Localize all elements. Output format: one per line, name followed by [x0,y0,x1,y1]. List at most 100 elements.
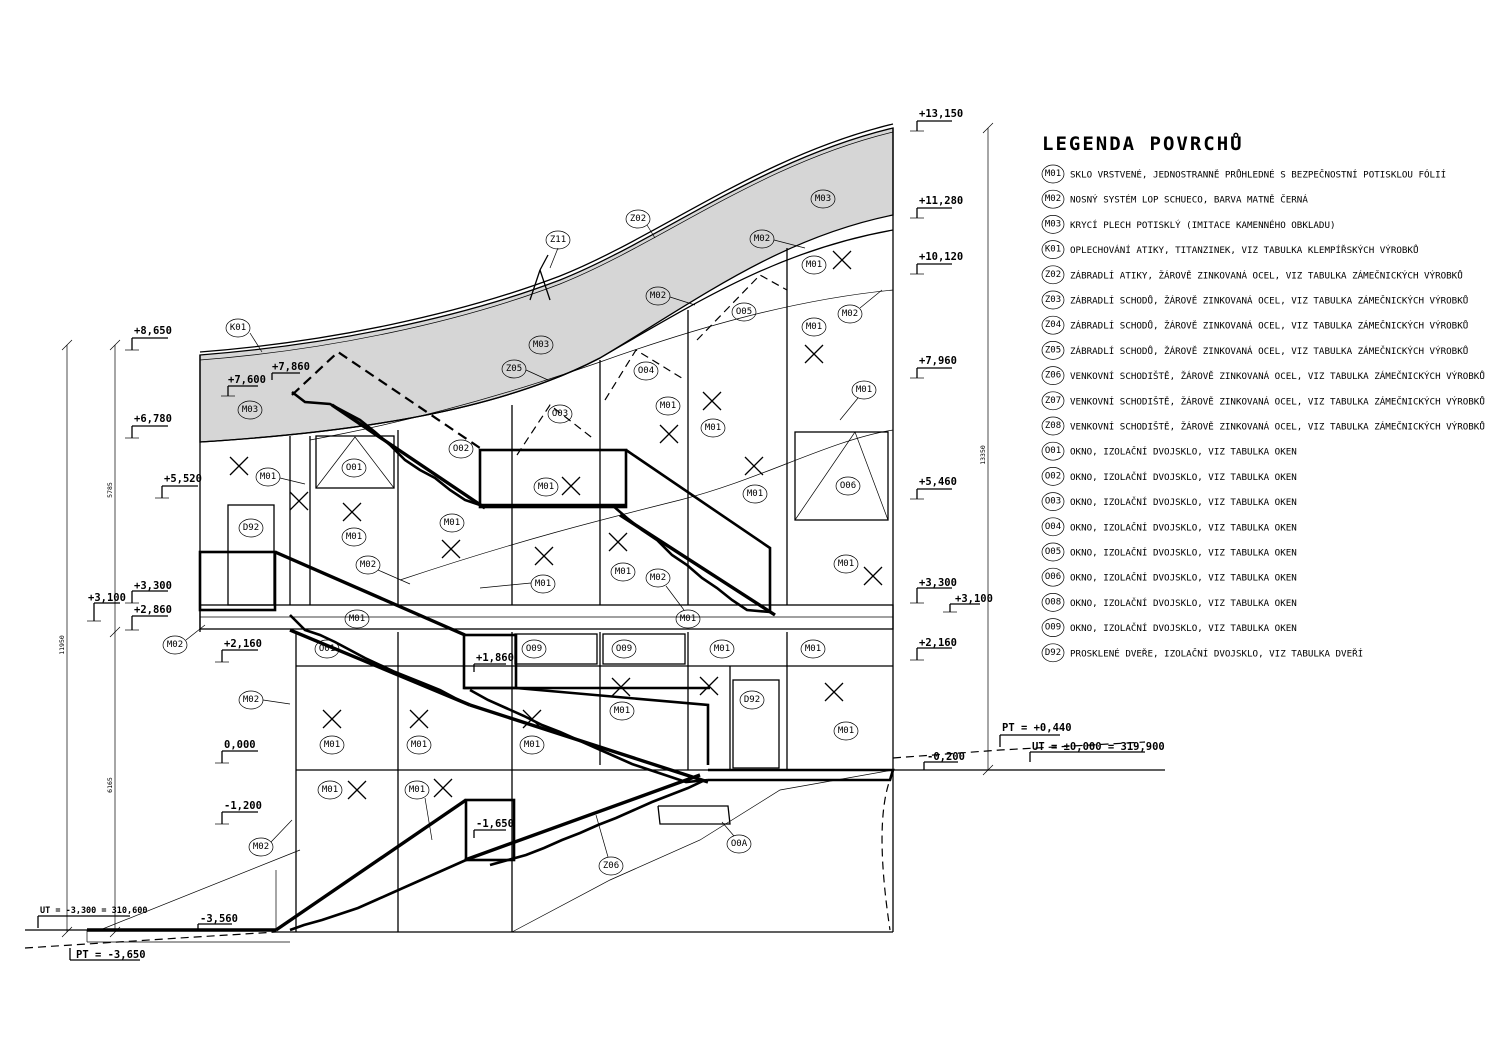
window-o01-opening [315,436,395,489]
legend-code-circle [1041,593,1065,612]
tag-z05: Z05 [501,359,549,381]
svg-text:+8,650: +8,650 [134,325,172,337]
svg-text:O05: O05 [736,307,752,317]
tag-m02-mid: M02 [645,286,696,306]
svg-text:+13,150: +13,150 [919,108,963,120]
tag-d92-upper: D92 [238,518,264,538]
svg-text:M01: M01 [411,740,427,750]
tag-m02-stair: M02 [355,555,411,585]
tag-m01-o: M01 [709,639,735,659]
tag-m01-l: M01 [833,554,859,574]
svg-text:11950: 11950 [58,635,66,655]
legend-code-circle [1041,315,1065,335]
tag-o09: O09 [611,639,637,659]
svg-text:-3,560: -3,560 [200,913,238,925]
legend-code-circle [1041,441,1065,461]
legend-code: Z07 [1045,396,1061,406]
glass-cross-marks [229,250,883,800]
svg-text:O02: O02 [453,444,469,454]
legend-code-circle [1041,240,1065,259]
legend-description: OKNO, IZOLAČNÍ DVOJSKLO, VIZ TABULKA OKE… [1070,547,1297,559]
legend-code-circle [1041,189,1065,209]
svg-text:+2,860: +2,860 [134,604,172,616]
svg-text:6165: 6165 [106,777,114,793]
svg-text:5785: 5785 [106,482,114,498]
legend-code: O01 [1045,446,1061,456]
tag-m01-p: M01 [800,639,826,659]
svg-text:+7,600: +7,600 [228,374,266,386]
lower-grid [296,632,893,932]
window-o03-opening [516,404,596,456]
legend-description: ZÁBRADLÍ SCHODŮ, ŽÁROVĚ ZINKOVANÁ OCEL, … [1070,345,1468,357]
svg-text:M02: M02 [650,291,666,301]
legend-description: VENKOVNÍ SCHODIŠTĚ, ŽÁROVĚ ZINKOVANÁ OCE… [1070,370,1485,382]
tag-m01-f: M01 [533,477,559,497]
tag-m01-h: M01 [341,527,367,547]
legend-code-circle [1041,467,1065,486]
legend-description: ZÁBRADLÍ SCHODŮ, ŽÁROVĚ ZINKOVANÁ OCEL, … [1070,295,1468,307]
tag-m01-t: M01 [406,735,432,755]
legend-code-circle [1041,492,1065,511]
svg-text:M01: M01 [538,482,554,492]
window-o06-opening [794,431,889,521]
svg-text:O01: O01 [319,644,335,654]
svg-text:+7,860: +7,860 [272,361,310,373]
svg-text:Z05: Z05 [506,364,522,374]
tag-o04: O04 [633,361,659,381]
legend-code-circle [1041,366,1065,385]
window-o04-opening [604,349,686,401]
legend-code: O08 [1045,597,1061,607]
tag-z02: Z02 [625,209,656,239]
legend-description: SKLO VRSTVENÉ, JEDNOSTRANNĚ PRŮHLEDNÉ S … [1070,169,1446,181]
tag-k01: K01 [225,318,263,353]
legend-code: Z03 [1045,295,1061,305]
tag-m01-v: M01 [317,780,343,800]
svg-text:M01: M01 [806,322,822,332]
legend-description: OPLECHOVÁNÍ ATIKY, TITANZINEK, VIZ TABUL… [1070,244,1418,256]
legend-item-m01: M01 SKLO VRSTVENÉ, JEDNOSTRANNĚ PRŮHLEDNÉ… [1041,164,1446,184]
legend-code: D92 [1045,648,1061,658]
svg-text:O04: O04 [638,366,654,376]
tag-m03-left: M03 [237,400,263,420]
legend-description: KRYCÍ PLECH POTISKLÝ (IMITACE KAMENNÉHO … [1070,219,1336,231]
svg-text:+5,520: +5,520 [164,473,202,485]
legend-title: LEGENDA POVRCHŮ [1042,131,1244,155]
legend-code: Z04 [1045,320,1061,330]
svg-text:M01: M01 [535,579,551,589]
terrain-lines [24,741,1165,949]
tag-m01-j: M01 [479,574,556,594]
legend-code: M01 [1045,169,1061,179]
legend-list: M01 SKLO VRSTVENÉ, JEDNOSTRANNĚ PRŮHLEDNÉ… [1041,164,1485,663]
svg-text:-1,200: -1,200 [224,800,262,812]
svg-text:M01: M01 [838,559,854,569]
svg-text:O09: O09 [526,644,542,654]
svg-text:UT = ±0,000 = 319,900: UT = ±0,000 = 319,900 [1032,741,1165,753]
svg-text:M01: M01 [349,614,365,624]
tag-m01-k: M01 [610,562,636,582]
tag-m02-k: M02 [645,568,685,611]
tag-o0a: O0A [721,821,752,854]
tag-m01-e: M01 [255,467,306,487]
tag-m01-b: M01 [839,380,877,421]
svg-text:M01: M01 [680,614,696,624]
svg-text:M01: M01 [260,472,276,482]
dimension-lines: 11950 5785 6165 13350 [58,122,994,938]
svg-text:Z11: Z11 [550,235,566,245]
window-o05-opening [696,274,788,341]
svg-text:+6,780: +6,780 [134,413,172,425]
tag-o05: O05 [731,302,757,322]
legend-code: O04 [1045,522,1061,532]
roof-inner-line [199,131,894,361]
roof-band-fill [199,127,894,443]
level-markers-right: +13,150 +11,280 +10,120 +7,960 +5,460 +3… [910,108,993,770]
tag-m01-s: M01 [319,735,345,755]
legend-description: OKNO, IZOLAČNÍ DVOJSKLO, VIZ TABULKA OKE… [1070,496,1297,508]
legend-code-circle [1041,517,1065,537]
svg-text:+3,100: +3,100 [88,592,126,604]
svg-text:+3,300: +3,300 [919,577,957,589]
